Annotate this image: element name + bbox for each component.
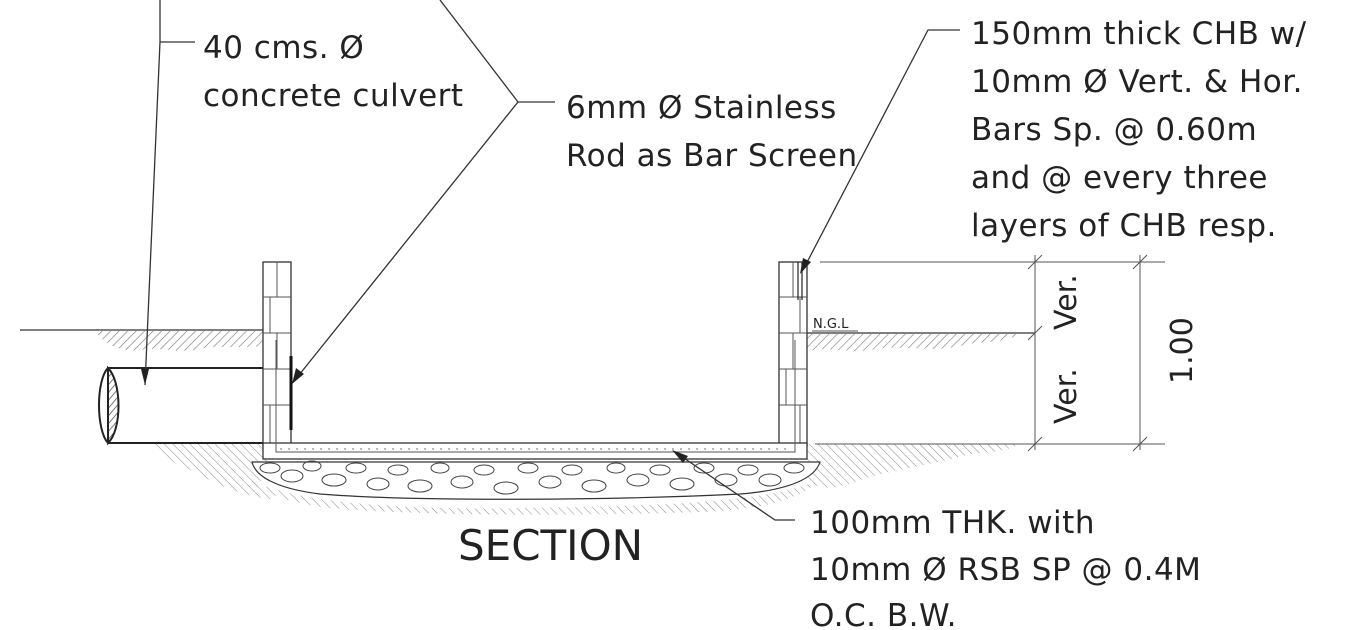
- chb-wall-left: [262, 261, 293, 447]
- dimension-total-label: 1.00: [1165, 317, 1200, 384]
- bar-screen-note-line-2: Rod as Bar Screen: [566, 138, 858, 174]
- base-slab: [262, 340, 808, 460]
- dimension-lower-label: Ver.: [1049, 368, 1084, 424]
- culvert-note-line-2: concrete culvert: [203, 78, 464, 114]
- slab-note-line-3: O.C. B.W.: [810, 598, 957, 630]
- wall-note-line-2: 10mm Ø Vert. & Hor.: [971, 64, 1303, 100]
- slab-note-line-1: 100mm THK. with: [810, 505, 1095, 541]
- wall-note-line-5: layers of CHB resp.: [971, 208, 1277, 244]
- bar-screen-note-line-1: 6mm Ø Stainless: [566, 90, 837, 126]
- dimension-upper-label: Ver.: [1049, 274, 1084, 330]
- wall-note-line-3: Bars Sp. @ 0.60m: [971, 112, 1257, 148]
- ngl-label: N.G.L: [813, 317, 849, 332]
- leader-lines: [141, 0, 960, 521]
- culvert-note-line-1: 40 cms. Ø: [203, 30, 364, 66]
- wall-note-line-4: and @ every three: [971, 160, 1268, 196]
- dimension-lines: [815, 254, 1165, 452]
- culvert-pipe: [98, 365, 268, 446]
- gravel-bed: [251, 460, 821, 500]
- chb-wall-right: [778, 261, 808, 447]
- wall-note-line-1: 150mm thick CHB w/: [971, 16, 1307, 52]
- slab-note-line-2: 10mm Ø RSB SP @ 0.4M: [810, 552, 1201, 588]
- ground-surface: [20, 329, 1035, 515]
- section-title: SECTION: [458, 521, 643, 570]
